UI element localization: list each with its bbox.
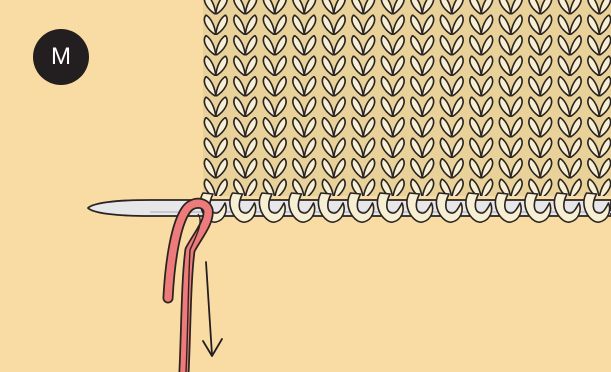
step-badge: M (33, 29, 89, 85)
knitted-fabric-icon (203, 0, 611, 196)
step-label: M (51, 43, 71, 71)
